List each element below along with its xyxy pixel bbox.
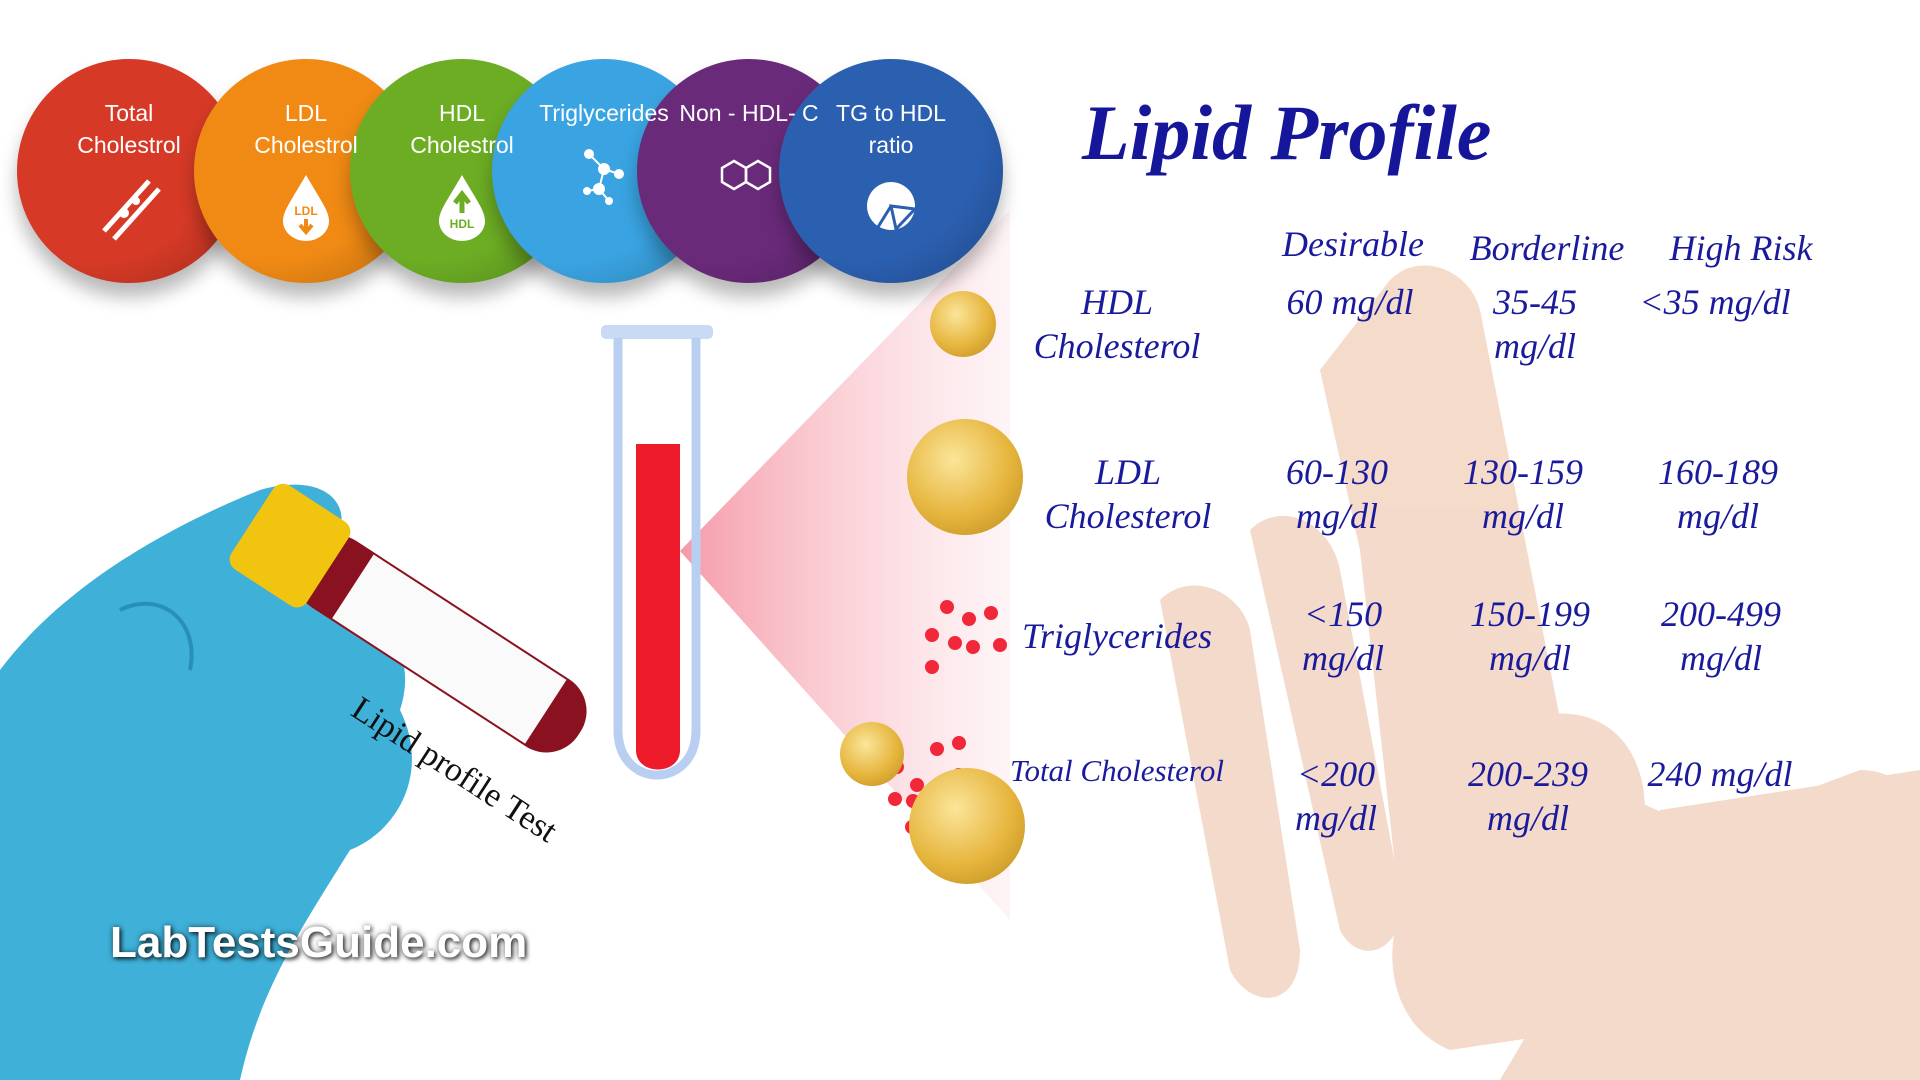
svg-text:HDL: HDL bbox=[450, 217, 475, 231]
column-header-borderline: Borderline bbox=[1469, 228, 1625, 268]
test-tube bbox=[601, 325, 713, 780]
red-particle bbox=[925, 660, 939, 674]
red-particle bbox=[930, 742, 944, 756]
molecule-icon bbox=[569, 139, 639, 209]
red-particle bbox=[948, 636, 962, 650]
range-cell: 160-189 mg/dl bbox=[1658, 452, 1778, 536]
artery-plaque-icon bbox=[94, 171, 164, 241]
red-particle bbox=[962, 612, 976, 626]
hdl-sphere-icon bbox=[930, 291, 996, 357]
metric-circle-label: Triglycerides bbox=[539, 100, 669, 126]
red-particle bbox=[984, 606, 998, 620]
pie-ratio-icon bbox=[856, 171, 926, 241]
column-header-desirable: Desirable bbox=[1282, 224, 1424, 264]
metric-circle-label: Non - HDL- C bbox=[679, 100, 819, 126]
column-header-high-risk: High Risk bbox=[1669, 228, 1813, 268]
range-cell: 150-199 mg/dl bbox=[1470, 594, 1590, 678]
ldl-drop-icon: LDL bbox=[271, 171, 341, 241]
blood-fill bbox=[636, 444, 680, 770]
gloved-hand-holding-tube bbox=[0, 483, 587, 1080]
range-cell: 130-159 mg/dl bbox=[1463, 452, 1583, 536]
benzene-rings-icon bbox=[714, 139, 784, 209]
range-cell: 60-130 mg/dl bbox=[1286, 452, 1388, 536]
range-cell: <150 mg/dl bbox=[1301, 594, 1384, 678]
hdl-drop-icon: HDL bbox=[427, 171, 497, 241]
metric-circle-label: HDL Cholestrol bbox=[410, 100, 514, 158]
metric-circle-label: TG to HDL ratio bbox=[836, 100, 946, 158]
total-large-sphere-icon bbox=[909, 768, 1025, 884]
page-title: Lipid Profile bbox=[1082, 89, 1492, 176]
metric-circle: TG to HDL ratio bbox=[779, 59, 1003, 283]
red-particle bbox=[952, 736, 966, 750]
row-label: HDL Cholesterol bbox=[1033, 282, 1201, 366]
red-particle bbox=[993, 638, 1007, 652]
range-cell: 200-499 mg/dl bbox=[1661, 594, 1781, 678]
row-label: LDL Cholesterol bbox=[1044, 452, 1212, 536]
red-particle bbox=[940, 600, 954, 614]
range-cell: <35 mg/dl bbox=[1639, 282, 1791, 322]
red-particle bbox=[966, 640, 980, 654]
ldl-sphere-icon bbox=[907, 419, 1023, 535]
red-particle bbox=[925, 628, 939, 642]
red-particle bbox=[910, 778, 924, 792]
red-particle bbox=[888, 792, 902, 806]
range-cell: 200-239 mg/dl bbox=[1468, 754, 1588, 838]
total-small-sphere-icon bbox=[840, 722, 904, 786]
metric-circle-label: Total Cholestrol bbox=[77, 100, 181, 158]
range-cell: 240 mg/dl bbox=[1647, 754, 1793, 794]
range-cell: <200 mg/dl bbox=[1294, 754, 1377, 838]
metric-circle-label: LDL Cholestrol bbox=[254, 100, 358, 158]
svg-text:LDL: LDL bbox=[294, 204, 317, 218]
range-cell: 35-45 mg/dl bbox=[1493, 282, 1577, 366]
pointing-hand-image bbox=[1160, 265, 1920, 1080]
website-watermark: LabTestsGuide.com bbox=[110, 918, 528, 967]
row-label: Total Cholesterol bbox=[1010, 753, 1224, 788]
range-cell: 60 mg/dl bbox=[1286, 282, 1414, 322]
row-label: Triglycerides bbox=[1022, 616, 1212, 656]
